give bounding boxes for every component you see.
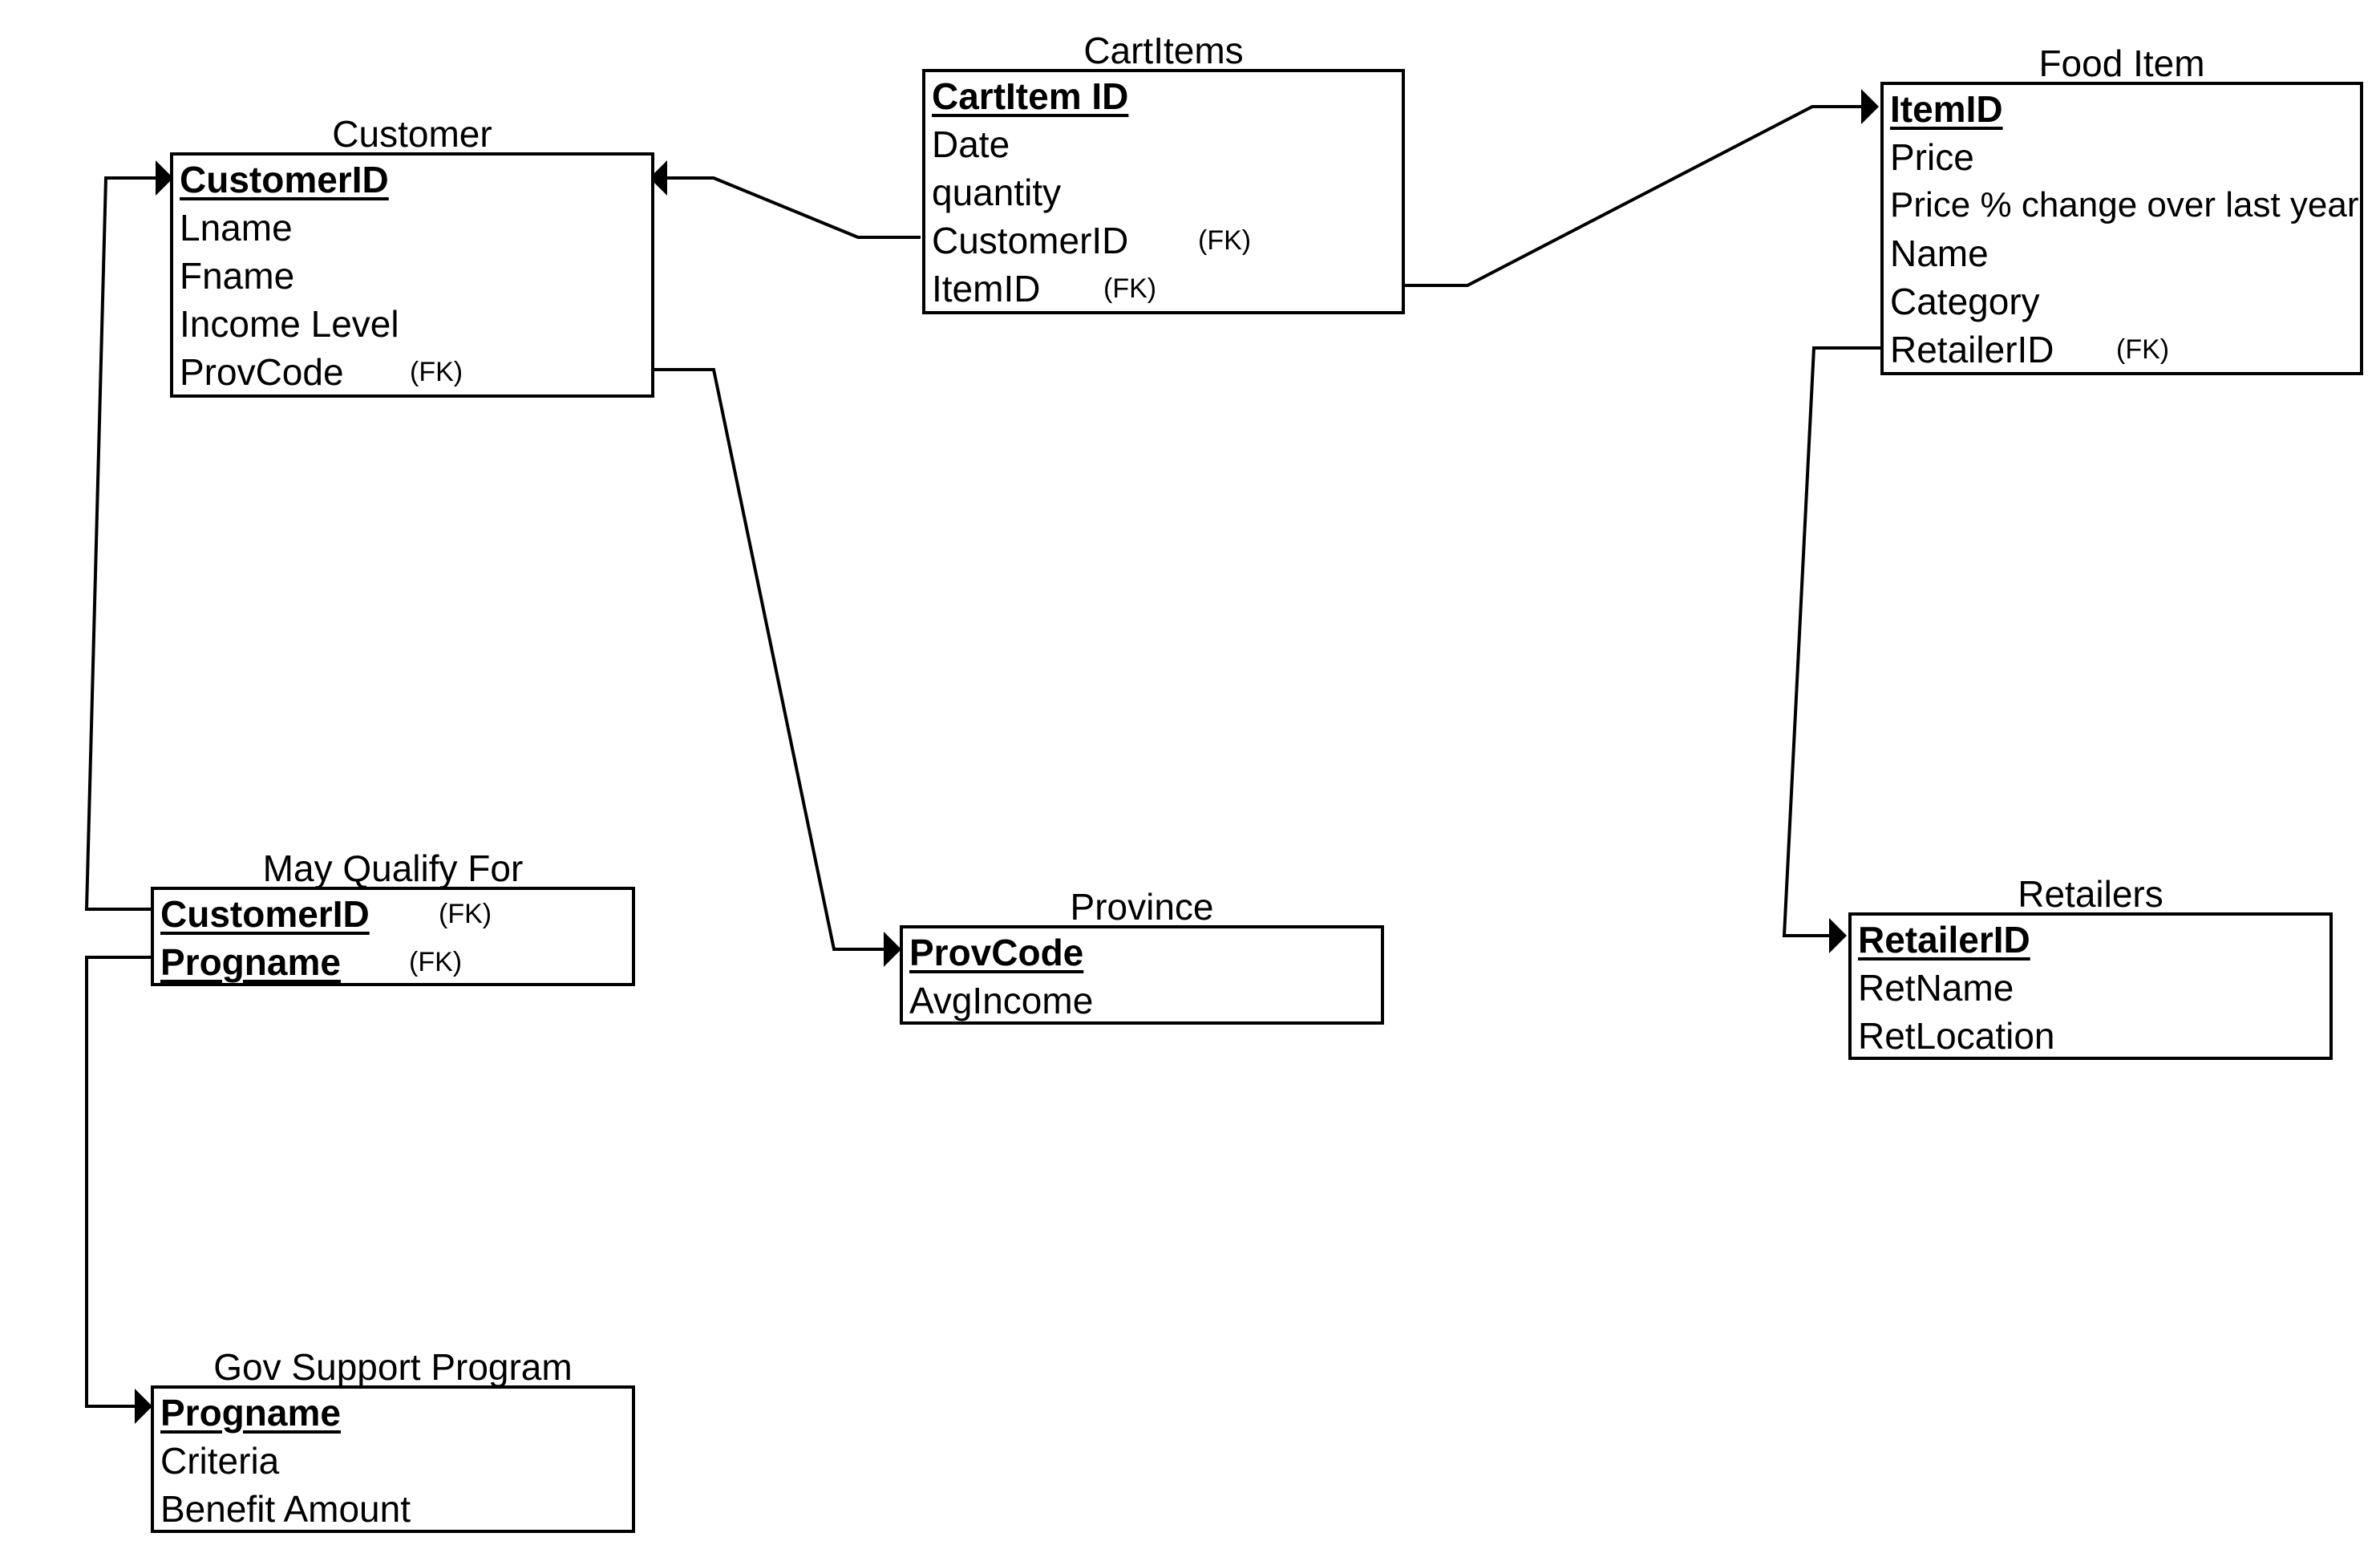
cartitems-entity-title: CartItems xyxy=(1083,30,1244,71)
field-row: RetailerID (FK) xyxy=(1884,326,2360,374)
cartitems-cartitemid-pk: CartItem ID xyxy=(932,75,1129,117)
arrowhead-retailers xyxy=(1829,918,1847,953)
food-item-entity: ItemID Price Price % change over last ye… xyxy=(1880,82,2363,375)
gov-program-progname-pk: Progname xyxy=(160,1392,341,1434)
field-row: Lname xyxy=(173,204,651,252)
food-item-entity-title: Food Item xyxy=(2038,42,2205,84)
fk-badge: (FK) xyxy=(1198,225,1252,256)
food-item-retailerid: RetailerID xyxy=(1890,329,2054,370)
customer-customerid-pk: CustomerID xyxy=(180,159,389,200)
arrowhead-food-item xyxy=(1861,89,1879,124)
link-mayqualify-customer xyxy=(84,176,168,911)
food-item-itemid-pk: ItemID xyxy=(1890,88,2003,130)
may-qualify-progname-pk: Progname xyxy=(160,941,341,983)
customer-entity-title: Customer xyxy=(332,113,492,155)
may-qualify-for-entity-title: May Qualify For xyxy=(262,847,524,889)
food-item-price-change: Price % change over last year xyxy=(1890,185,2359,224)
cartitems-customerid: CustomerID xyxy=(932,220,1129,261)
arrowhead-customer xyxy=(650,160,667,196)
field-row: Category xyxy=(1884,277,2360,326)
arrowhead-province xyxy=(884,932,901,967)
retailers-retlocation: RetLocation xyxy=(1858,1015,2055,1057)
customer-lname: Lname xyxy=(180,207,293,249)
field-row: RetLocation xyxy=(1852,1012,2329,1060)
province-entity: ProvCode AvgIncome xyxy=(900,925,1384,1025)
food-item-name: Name xyxy=(1890,233,1989,274)
link-fooditem-retailers xyxy=(1782,346,1880,937)
province-entity-title: Province xyxy=(1070,886,1214,928)
retailers-retname: RetName xyxy=(1858,967,2014,1009)
province-avgincome: AvgIncome xyxy=(909,980,1094,1021)
cartitems-quantity: quantity xyxy=(932,172,1062,213)
province-provcode-pk: ProvCode xyxy=(909,932,1084,973)
field-row: AvgIncome xyxy=(903,977,1381,1025)
field-row: Price xyxy=(1884,133,2360,181)
gov-program-criteria: Criteria xyxy=(160,1440,280,1482)
link-cartitems-customer xyxy=(656,176,921,239)
field-row: Date xyxy=(925,120,1402,168)
field-row: RetailerID xyxy=(1852,916,2329,964)
arrowhead-gov-program xyxy=(135,1389,152,1424)
field-row: Criteria xyxy=(154,1437,632,1485)
field-row: Progname (FK) xyxy=(154,938,632,986)
cartitems-date: Date xyxy=(932,123,1010,165)
field-row: Price % change over last year xyxy=(1884,181,2360,229)
field-row: Fname xyxy=(173,252,651,300)
customer-fname: Fname xyxy=(180,255,295,297)
field-row: ItemID (FK) xyxy=(925,265,1402,313)
may-qualify-customerid-pk: CustomerID xyxy=(160,893,370,935)
gov-support-program-entity-title: Gov Support Program xyxy=(213,1346,573,1388)
cartitems-entity: CartItem ID Date quantity CustomerID (FK… xyxy=(922,69,1405,314)
fk-badge: (FK) xyxy=(1103,273,1157,304)
food-item-category: Category xyxy=(1890,281,2040,322)
field-row: Progname xyxy=(154,1389,632,1437)
gov-program-benefit-amount: Benefit Amount xyxy=(160,1488,411,1530)
fk-badge: (FK) xyxy=(410,357,463,387)
fk-badge: (FK) xyxy=(409,947,463,977)
fk-badge: (FK) xyxy=(2116,334,2170,365)
link-customer-province xyxy=(653,368,897,951)
link-cartitems-fooditem xyxy=(1402,105,1874,287)
field-row: Income Level xyxy=(173,300,651,348)
retailers-entity: RetailerID RetName RetLocation xyxy=(1848,912,2333,1060)
food-item-price: Price xyxy=(1890,136,1974,178)
fk-badge: (FK) xyxy=(439,899,492,929)
customer-income-level: Income Level xyxy=(180,303,399,345)
field-row: ItemID xyxy=(1884,85,2360,133)
field-row: ProvCode xyxy=(903,928,1381,977)
field-row: CustomerID (FK) xyxy=(154,890,632,938)
field-row: RetName xyxy=(1852,964,2329,1012)
field-row: CartItem ID xyxy=(925,72,1402,120)
gov-support-program-entity: Progname Criteria Benefit Amount xyxy=(151,1385,635,1533)
retailers-entity-title: Retailers xyxy=(2018,873,2163,915)
customer-provcode: ProvCode xyxy=(180,351,344,393)
field-row: quantity xyxy=(925,168,1402,216)
link-mayqualify-gov xyxy=(85,956,152,1408)
field-row: Benefit Amount xyxy=(154,1485,632,1533)
field-row: CustomerID (FK) xyxy=(925,216,1402,265)
retailers-retailerid-pk: RetailerID xyxy=(1858,919,2030,961)
field-row: Name xyxy=(1884,229,2360,277)
arrowhead-customer-left xyxy=(156,160,173,196)
cartitems-itemid: ItemID xyxy=(932,268,1041,309)
customer-entity: CustomerID Lname Fname Income Level Prov… xyxy=(170,152,654,398)
field-row: ProvCode (FK) xyxy=(173,348,651,396)
may-qualify-for-entity: CustomerID (FK) Progname (FK) xyxy=(151,887,635,986)
field-row: CustomerID xyxy=(173,156,651,204)
